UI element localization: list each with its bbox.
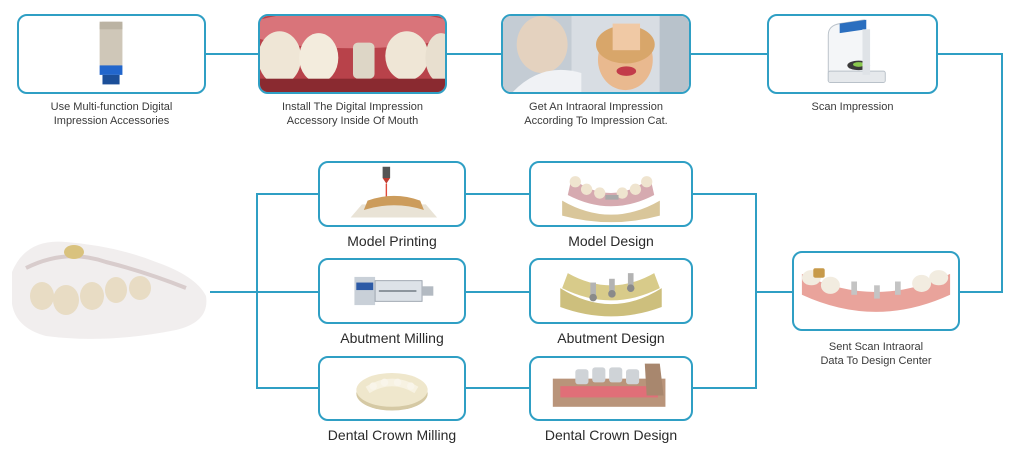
- mouth-install-photo: [260, 16, 445, 92]
- crown-design-icon: [552, 363, 666, 407]
- step-accessories: [17, 14, 206, 94]
- label-crown-design: Dental Crown Design: [544, 427, 678, 443]
- step-scan: [767, 14, 938, 94]
- label-abutment-milling: Abutment Milling: [340, 330, 444, 346]
- printing-icon: [350, 166, 438, 218]
- caption-scan: Scan Impression: [811, 101, 894, 113]
- final-dental-model-image: [12, 241, 207, 339]
- label-model-design: Model Design: [568, 233, 654, 249]
- abutment-design-icon: [560, 273, 662, 317]
- step-crown-design: [529, 356, 693, 421]
- step-install: [258, 14, 447, 94]
- step-intraoral: [501, 14, 691, 94]
- link-scan-send: [938, 53, 1003, 293]
- milling-spindle-icon: [354, 276, 434, 306]
- step-crown-milling: [318, 356, 466, 421]
- step-model-printing: [318, 161, 466, 227]
- milling-disc-icon: [356, 373, 428, 411]
- label-abutment-design: Abutment Design: [557, 330, 665, 346]
- design-bus: [693, 193, 757, 389]
- label-model-printing: Model Printing: [347, 233, 437, 249]
- impression-accessory-icon: [99, 21, 123, 85]
- step-abutment-design: [529, 258, 693, 324]
- patient-photo: [503, 16, 689, 92]
- step-send-data: [792, 251, 960, 331]
- scan-data-jaw-icon: [801, 268, 951, 312]
- model-design-icon: [562, 176, 660, 223]
- step-model-design: [529, 161, 693, 227]
- desktop-scanner-icon: [827, 19, 886, 83]
- step-abutment-milling: [318, 258, 466, 324]
- label-crown-milling: Dental Crown Milling: [327, 427, 457, 443]
